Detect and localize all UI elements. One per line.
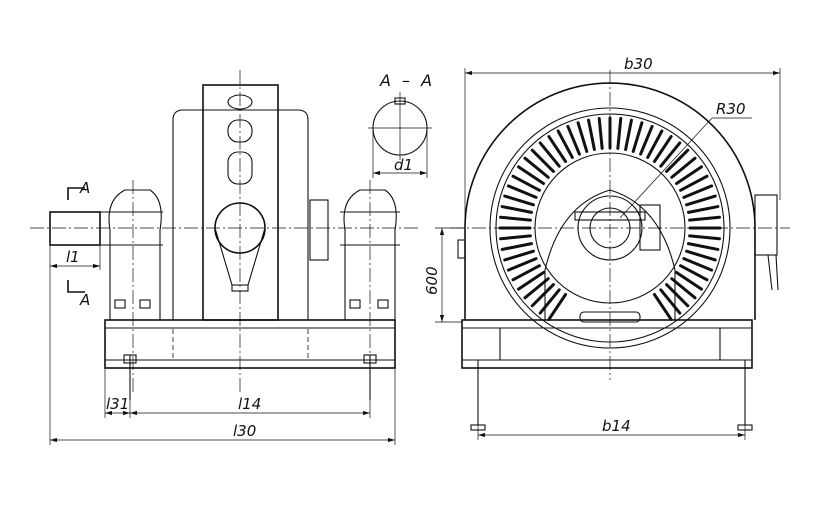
stator-slot [530,148,555,173]
stator-slot [685,194,717,207]
base-frame [104,319,396,369]
stator-slot [639,124,654,156]
stator-slot [682,257,714,272]
stator-slot [646,129,664,159]
stator-slot [682,184,714,199]
stator-slot [500,205,534,214]
stator-slot [652,135,673,163]
side-view-dimensions: l1 l31 l14 l30 [49,245,396,445]
stator-slot [499,234,532,241]
stator-slot [688,215,721,222]
right-bearing-pedestal [343,189,397,321]
stator-slot [517,270,545,291]
stator-slot [631,121,644,153]
dim-b30: b30 [624,55,653,73]
stator-slot [538,141,561,168]
stator-slot [679,264,709,282]
dim-b14: b14 [602,417,631,435]
dim-l14: l14 [238,395,261,413]
stator-slot [675,270,703,291]
stator-slot [523,277,550,300]
stator-slot [665,283,690,308]
section-cut-marks: A A [67,179,90,309]
stator-slot [679,174,709,192]
section-title: A – A [379,71,435,90]
stator-slot [503,249,535,262]
motor-housing [172,109,309,320]
terminal-box [754,194,778,256]
dim-d1: d1 [394,156,413,174]
dim-l1: l1 [66,248,80,266]
left-bearing-pedestal [108,189,162,321]
stator-slot [566,124,581,156]
dim-r30: R30 [716,100,746,118]
stator-slot [670,277,697,300]
dim-l31: l31 [106,395,129,413]
stator-slot [538,288,561,315]
r30-leader [619,117,713,219]
stator-slot [624,118,633,152]
stator-slot [506,184,538,199]
stator-slot [670,156,697,179]
front-view [450,70,790,431]
front-base-frame [461,319,753,369]
stator-slot [511,264,541,282]
stator-slot [659,141,682,168]
stator-slot [685,249,717,262]
stator-slot [597,117,604,150]
stator-slot [523,156,550,179]
stator-slot [499,215,532,222]
stator-slot [556,129,574,159]
side-view [30,70,420,400]
stator-slot [665,148,690,173]
stator-slot [503,194,535,207]
stator-slot [616,117,623,150]
coupling-flange [309,199,329,261]
stator-slot [652,293,673,321]
dim-l30: l30 [233,422,256,440]
cut-label-top: A [79,179,90,197]
stator-slot [686,205,720,214]
stator-slot [511,174,541,192]
front-view-dimensions: b30 R30 600 b14 [423,55,781,440]
cut-label-bottom: A [79,291,90,309]
dim-600: 600 [423,266,441,295]
stator-slot [530,283,555,308]
stator-slot [688,234,721,241]
stator-slot [547,293,568,321]
stator-slot [517,165,545,186]
stator-slot [587,118,596,152]
section-a-a: A – A d1 [368,71,435,178]
stator-slot [500,242,534,251]
stator-slot [547,135,568,163]
stator-slot [506,257,538,272]
shaft-end [49,211,101,246]
stator-slot [686,242,720,251]
stator-slot [659,288,682,315]
stator-slot [675,165,703,186]
stator-slot [576,121,589,153]
